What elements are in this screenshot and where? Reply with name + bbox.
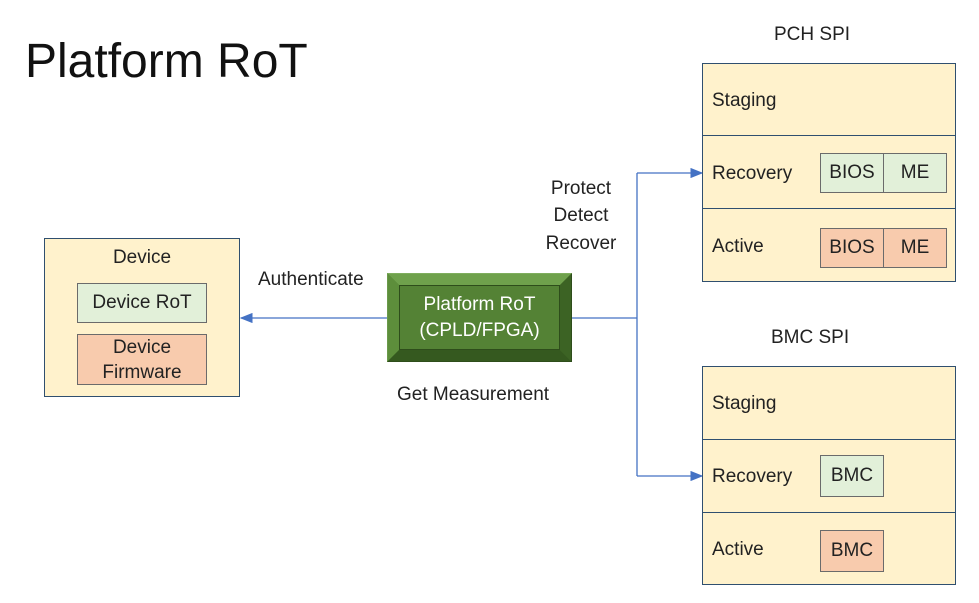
bmc-recovery-bmc: BMC — [820, 455, 884, 497]
platform-rot-face: Platform RoT (CPLD/FPGA) — [399, 285, 560, 350]
device-rot-label: Device RoT — [92, 292, 192, 313]
bmc-recovery-bmc-label: BMC — [830, 465, 874, 486]
bmc-active-bmc: BMC — [820, 530, 884, 572]
get-measurement-label: Get Measurement — [397, 384, 550, 405]
bmc-staging-label: Staging — [712, 393, 777, 414]
pch-active-me-label: ME — [900, 237, 930, 258]
pch-staging-label: Staging — [712, 90, 777, 111]
device-firmware-box: Device Firmware — [77, 334, 207, 385]
pch-active-label: Active — [712, 236, 764, 257]
device-firmware-label-2: Firmware — [102, 361, 182, 383]
bmc-active-bmc-label: BMC — [830, 540, 874, 561]
pch-recovery-bios-label: BIOS — [829, 162, 875, 183]
pch-recovery-me: ME — [883, 153, 947, 193]
platform-rot-label-2: (CPLD/FPGA) — [419, 319, 540, 341]
bmc-spi-staging-row — [702, 366, 956, 440]
device-rot-box: Device RoT — [77, 283, 207, 323]
pch-active-bios: BIOS — [820, 228, 884, 268]
pch-spi-heading: PCH SPI — [774, 24, 851, 45]
recover-label: Recover — [545, 233, 617, 254]
device-heading: Device — [112, 247, 172, 268]
bmc-recovery-label: Recovery — [712, 466, 793, 487]
pch-active-bios-label: BIOS — [829, 237, 875, 258]
platform-rot-label-1: Platform RoT — [423, 293, 536, 315]
detect-label: Detect — [553, 205, 609, 226]
protect-label: Protect — [550, 178, 612, 199]
pch-recovery-label: Recovery — [712, 163, 793, 184]
pch-spi-staging-row — [702, 63, 956, 136]
bmc-active-label: Active — [712, 539, 764, 560]
device-firmware-label-1: Device — [112, 336, 172, 358]
pch-recovery-bios: BIOS — [820, 153, 884, 193]
pch-active-me: ME — [883, 228, 947, 268]
page-title: Platform RoT — [25, 35, 308, 88]
pch-recovery-me-label: ME — [900, 162, 930, 183]
bmc-spi-heading: BMC SPI — [771, 327, 850, 348]
authenticate-label: Authenticate — [258, 269, 364, 290]
